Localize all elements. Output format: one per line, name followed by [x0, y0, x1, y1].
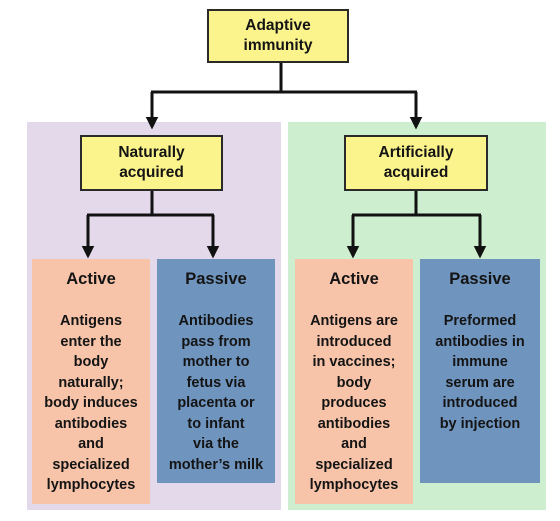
- natural-active-description: Antigens enter the body naturally; body …: [44, 313, 138, 493]
- artificial-passive-box: Passive Preformed antibodies in immune s…: [420, 259, 540, 483]
- artificially-label-line2: acquired: [383, 164, 449, 181]
- artificial-passive-title: Passive: [449, 270, 511, 288]
- natural-passive-description: Antibodies pass from mother to fetus via…: [168, 313, 264, 473]
- naturally-acquired-box: Naturally acquired: [80, 135, 223, 191]
- artificial-active-description: Antigens are introduced in vaccines; bod…: [309, 313, 399, 493]
- adaptive-immunity-box: Adaptive immunity: [207, 9, 349, 63]
- root-label-line1: Adaptive: [245, 17, 311, 34]
- artificial-active-box: Active Antigens are introduced in vaccin…: [295, 259, 413, 504]
- artificially-label-line1: Artificially: [378, 144, 454, 161]
- natural-passive-box: Passive Antibodies pass from mother to f…: [157, 259, 275, 483]
- artificial-active-title: Active: [329, 270, 379, 288]
- natural-passive-title: Passive: [185, 270, 247, 288]
- artificial-passive-description: Preformed antibodies in immune serum are…: [435, 313, 525, 432]
- root-label-line2: immunity: [243, 37, 313, 54]
- artificially-acquired-box: Artificially acquired: [344, 135, 488, 191]
- naturally-label-line1: Naturally: [118, 144, 185, 161]
- naturally-label-line2: acquired: [119, 164, 184, 181]
- natural-active-title: Active: [66, 270, 116, 288]
- natural-active-box: Active Antigens enter the body naturally…: [32, 259, 150, 504]
